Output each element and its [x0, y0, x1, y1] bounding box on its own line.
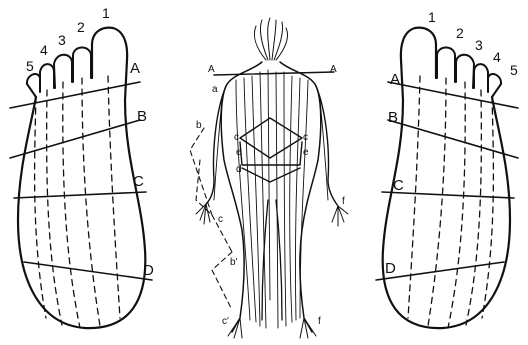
right-hand	[332, 206, 348, 226]
left-zone-label-d: D	[143, 262, 154, 279]
label-arm-a: a	[212, 84, 218, 95]
label-foot-c: c'	[222, 316, 229, 327]
right-toe-label-4: 4	[493, 49, 501, 65]
right-toe-2	[437, 48, 455, 83]
right-foot: 1 2 3 4 5 A B C D	[376, 9, 518, 328]
torso-lower	[240, 142, 302, 165]
left-toe-label-5: 5	[26, 58, 34, 74]
label-torso-e-left: e	[236, 147, 242, 158]
right-foot-meridians	[408, 76, 493, 328]
left-toe-label-1: 1	[102, 5, 110, 21]
label-hand-right: f	[342, 196, 345, 207]
label-torso-e-right: e	[303, 147, 309, 158]
left-zone-label-b: B	[137, 108, 147, 125]
right-toe-label-3: 3	[475, 37, 483, 53]
left-line-c	[14, 192, 146, 198]
right-zone-label-a: A	[390, 71, 400, 88]
left-zone-label-c: C	[133, 173, 144, 190]
right-toe-4	[474, 64, 488, 92]
right-toe-label-5: 5	[510, 62, 518, 78]
right-zone-label-b: B	[388, 109, 398, 126]
left-foot-meridians	[35, 76, 120, 328]
right-toe-label-2: 2	[456, 25, 464, 41]
label-hand-c: c	[218, 214, 223, 225]
right-zone-label-c: C	[393, 177, 404, 194]
side-construction-lines	[190, 128, 232, 310]
label-arm-d: d	[236, 164, 242, 175]
left-toe-5	[27, 74, 40, 97]
left-toe-label-3: 3	[58, 32, 66, 48]
feet	[228, 318, 316, 338]
label-arm-b: b	[196, 120, 202, 131]
torso-v	[242, 168, 300, 182]
right-toe-5	[488, 74, 501, 97]
label-foot-right: f	[318, 316, 321, 327]
left-foot: 1 2 3 4 5 A B C D	[10, 5, 154, 328]
right-toe-label-1: 1	[428, 9, 436, 25]
left-toe-2	[73, 48, 91, 83]
label-shoulder-left: A	[208, 64, 215, 75]
left-big-toe	[92, 28, 127, 78]
label-shoulder-right: A	[330, 64, 337, 75]
label-leg-b: b'	[230, 257, 238, 268]
left-zone-label-a: A	[130, 60, 140, 77]
right-zone-label-d: D	[385, 260, 396, 277]
left-toe-label-2: 2	[77, 19, 85, 35]
left-toe-label-4: 4	[40, 42, 48, 58]
left-line-d	[24, 262, 152, 280]
label-torso-c-right: c	[303, 132, 308, 143]
torso-diamond	[240, 118, 302, 158]
label-torso-c-left: c	[234, 132, 239, 143]
body-figure: A A a b c c e e d c b' c' f f	[190, 18, 348, 338]
left-toe-4	[40, 64, 54, 92]
head-strokes	[254, 18, 287, 60]
right-big-toe	[401, 28, 436, 78]
shoulder-line	[214, 72, 334, 75]
body-meridians	[214, 70, 328, 328]
